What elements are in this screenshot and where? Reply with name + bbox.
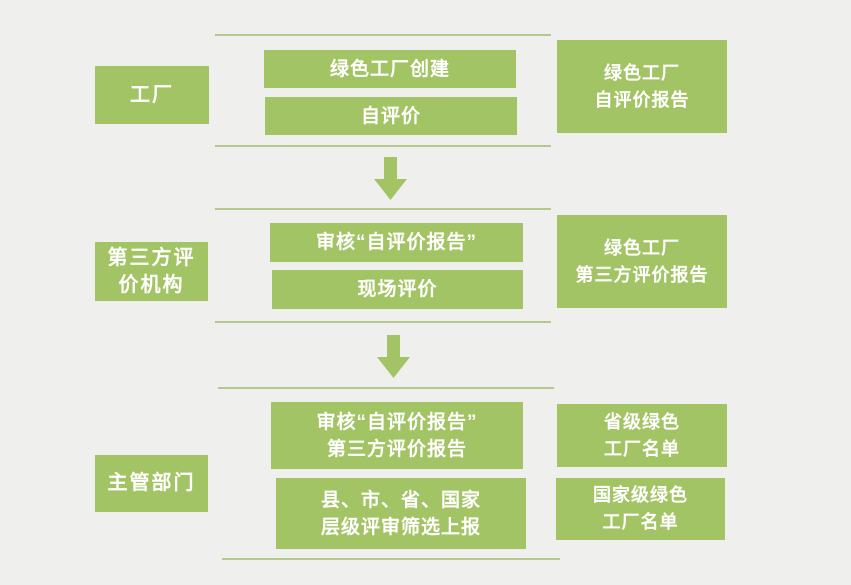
step-review-self-evaluation-report: 审核“自评价报告” [270, 223, 523, 262]
text-line: 工厂 [130, 83, 174, 106]
row1-top-divider [215, 34, 551, 36]
text-line: 现场评价 [357, 279, 438, 300]
step-onsite-evaluation: 现场评价 [272, 270, 523, 309]
step-green-factory-creation: 绿色工厂创建 [264, 50, 516, 88]
step-review-reports: 审核“自评价报告” 第三方评价报告 [271, 402, 523, 469]
row1-bottom-divider [215, 145, 551, 147]
output-self-evaluation-report: 绿色工厂 自评价报告 [557, 40, 727, 133]
text-line: 工厂名单 [602, 512, 679, 532]
step-level-review-submission: 县、市、省、国家 层级评审筛选上报 [276, 478, 526, 549]
actor-box-authority: 主管部门 [95, 455, 208, 512]
row2-bottom-divider [215, 321, 551, 323]
text-line: 自评价报告 [594, 89, 690, 110]
text-line: 省级绿色 [604, 411, 680, 432]
row3-bottom-divider [222, 558, 560, 560]
text-line: 绿色工厂 [604, 237, 680, 258]
output-national-green-factory-list: 国家级绿色 工厂名单 [556, 478, 725, 540]
text-line: 绿色工厂 [604, 62, 680, 83]
text-line: 自评价 [360, 105, 421, 127]
row3-top-divider [218, 387, 554, 389]
text-line: 审核“自评价报告” [315, 232, 477, 253]
actor-box-factory: 工厂 [95, 66, 209, 124]
text-line: 第三方评 [107, 246, 196, 269]
text-line: 绿色工厂创建 [329, 58, 450, 80]
row2-top-divider [215, 208, 551, 210]
text-line: 国家级绿色 [593, 485, 688, 505]
step-self-evaluation: 自评价 [265, 97, 517, 135]
output-third-party-evaluation-report: 绿色工厂 第三方评价报告 [557, 215, 727, 308]
text-line: 层级评审筛选上报 [320, 516, 481, 538]
text-line: 县、市、省、国家 [320, 489, 481, 511]
text-line: 审核“自评价报告” [316, 411, 478, 433]
text-line: 第三方评价报告 [575, 264, 709, 285]
output-provincial-green-factory-list: 省级绿色 工厂名单 [557, 404, 727, 467]
down-arrow-icon [374, 157, 407, 200]
text-line: 价机构 [118, 273, 185, 296]
text-line: 第三方评价报告 [326, 438, 467, 460]
down-arrow-icon [377, 335, 410, 378]
actor-box-third-party-agency: 第三方评 价机构 [95, 242, 208, 301]
text-line: 主管部门 [107, 472, 196, 494]
text-line: 工厂名单 [604, 438, 680, 459]
